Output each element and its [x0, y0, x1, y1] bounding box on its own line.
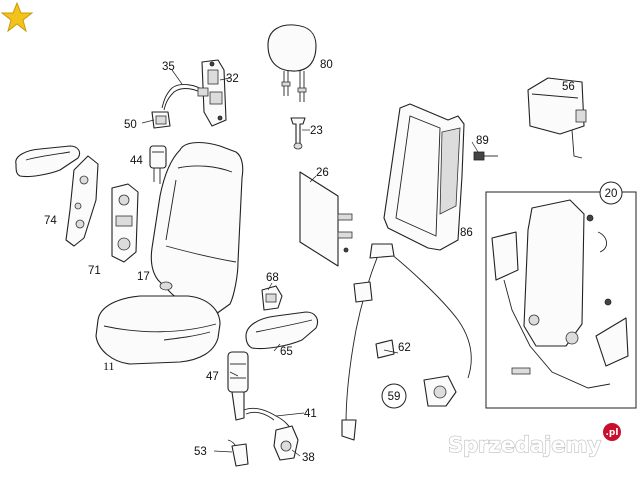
- watermark: Sprzedajemy .pl: [447, 423, 621, 458]
- label-47: 47: [206, 371, 219, 383]
- seat-belt-part: [341, 243, 472, 441]
- circled-label-20: 20: [599, 181, 623, 205]
- label-41: 41: [304, 408, 317, 420]
- svg-text:20: 20: [605, 188, 618, 200]
- label-56: 56: [562, 81, 575, 93]
- watermark-suffix: .pl: [606, 428, 619, 438]
- side-cover-65-part: [245, 311, 319, 350]
- connector-38-part: [273, 425, 299, 461]
- headrest-guide-part: [290, 117, 306, 150]
- label-23: 23: [310, 125, 323, 137]
- label-44: 44: [130, 155, 143, 167]
- connector-50-part: [151, 111, 171, 129]
- module-56-part: [527, 77, 587, 159]
- label-89: 89: [476, 135, 489, 147]
- leader-lines: [141, 69, 479, 457]
- label-32: 32: [226, 73, 239, 85]
- star-icon[interactable]: [0, 1, 34, 33]
- label-71: 71: [88, 265, 101, 277]
- headrest-part: [267, 24, 317, 102]
- label-68: 68: [266, 272, 279, 284]
- part-labels: 35 32 80 56 50 23 89 44 26 74 86 71 17 6…: [44, 59, 575, 464]
- label-53: 53: [194, 446, 207, 458]
- detail-box: [485, 191, 637, 409]
- label-38: 38: [302, 452, 315, 464]
- label-74: 74: [44, 215, 57, 227]
- seat-back-17-part: [150, 141, 244, 319]
- label-17: 17: [137, 271, 150, 283]
- label-86: 86: [460, 227, 473, 239]
- circled-label-59: 59: [381, 383, 407, 409]
- label-62: 62: [398, 342, 411, 354]
- motor-47-part: [227, 351, 249, 421]
- svg-text:59: 59: [388, 391, 401, 403]
- label-11: 11: [103, 359, 115, 373]
- switch-68-part: [261, 285, 283, 311]
- recliner-71-part: [111, 183, 139, 263]
- label-26: 26: [316, 167, 329, 179]
- cable-35-part: [161, 84, 209, 111]
- bracket-32-part: [201, 59, 227, 127]
- label-65: 65: [280, 346, 293, 358]
- wiring-53-part: [227, 439, 249, 467]
- watermark-dot-icon: [603, 423, 621, 441]
- plate-26-part: [299, 171, 353, 267]
- bolt-89-part: [473, 151, 498, 161]
- watermark-text: Sprzedajemy: [448, 433, 602, 457]
- backrest-cover-86-part: [383, 103, 465, 251]
- motor-44-part: [149, 145, 167, 184]
- label-80: 80: [320, 59, 333, 71]
- label-35: 35: [162, 61, 175, 73]
- armrest-74-part: [15, 145, 99, 247]
- seat-cushion-11-part: [95, 295, 221, 365]
- label-50: 50: [124, 119, 137, 131]
